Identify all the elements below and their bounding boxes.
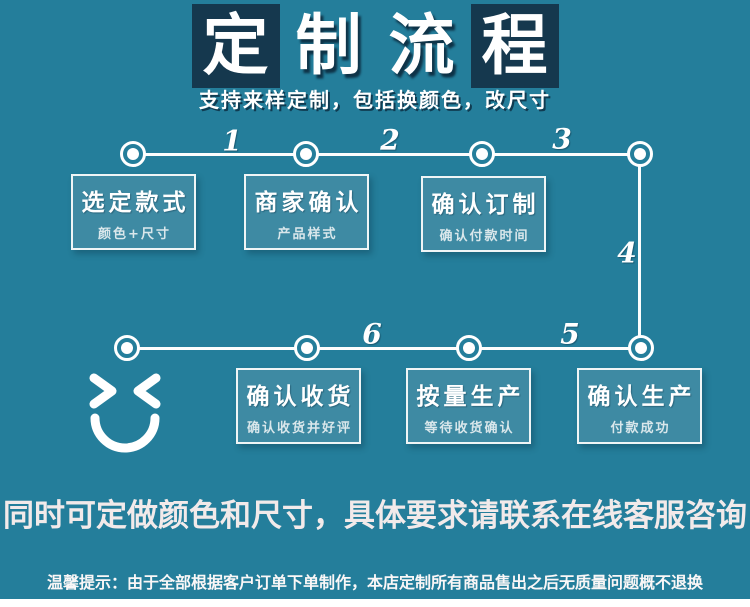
step-box-production-by-quantity: 按量生产 等待收货确认 [406,368,531,444]
step-box-confirm-order: 确认订制 确认付款时间 [421,176,546,252]
flow-node-smiley [114,335,140,361]
step-sublabel: 确认付款时间 [439,228,530,244]
flow-line-vertical [638,154,641,348]
step-sublabel: 等待收货确认 [424,420,515,436]
title-char: 制 [295,7,362,84]
flow-node-5b [456,335,482,361]
step-label: 确认生产 [587,383,696,410]
flow-line-top [133,153,640,156]
step-sublabel: 确认收货并好评 [246,420,352,436]
flow-node-5a [628,335,654,361]
step-box-merchant-confirm: 商家确认 产品样式 [244,174,369,250]
flow-node-3 [469,141,495,167]
flow-node-2 [293,141,319,167]
step-number-3: 3 [552,122,572,156]
title-char: 流 [388,7,455,84]
step-number-5: 5 [560,317,580,351]
step-number-4: 4 [617,236,637,270]
step-label: 选定款式 [81,189,190,216]
winking-smiley-icon [89,373,161,453]
title-char: 定 [191,4,280,88]
step-number-6: 6 [362,317,382,351]
step-sublabel: 颜色+尺寸 [98,226,171,242]
flow-node-6 [294,335,320,361]
step-label: 确认收货 [246,383,355,410]
step-label: 确认订制 [431,191,540,218]
footer-message: 同时可定做颜色和尺寸，具体要求请联系在线客服咨询 [3,498,747,534]
flow-node-1 [120,141,146,167]
footer-notice: 温馨提示：由于全部根据客户订单下单制作，本店定制所有商品售出之后无质量问题概不退… [46,573,703,592]
page-subtitle: 支持来样定制，包括换颜色，改尺寸 [199,88,551,112]
step-label: 按量生产 [416,383,525,410]
page-title: 定制流程 [0,4,750,88]
step-number-2: 2 [380,123,400,157]
bottom-white-strip [0,599,750,607]
flow-node-4 [627,141,653,167]
step-number-1: 1 [222,124,242,158]
step-sublabel: 付款成功 [610,420,671,436]
step-sublabel: 产品样式 [277,226,338,242]
step-box-confirm-production: 确认生产 付款成功 [577,368,702,444]
step-label: 商家确认 [254,189,363,216]
title-char: 程 [470,4,559,88]
step-box-confirm-receipt: 确认收货 确认收货并好评 [236,368,361,444]
step-box-select-style: 选定款式 颜色+尺寸 [71,174,196,250]
flow-line-bottom [127,347,641,350]
